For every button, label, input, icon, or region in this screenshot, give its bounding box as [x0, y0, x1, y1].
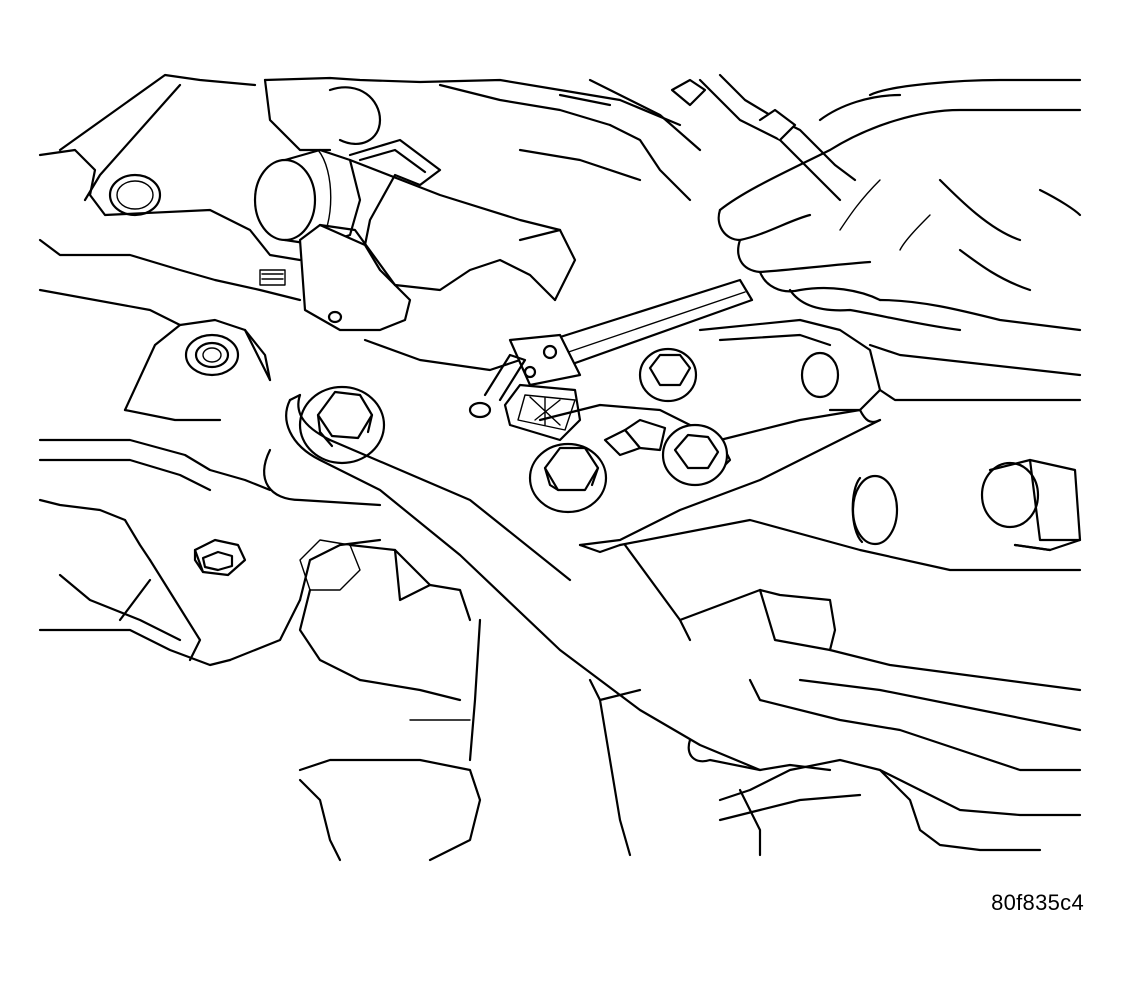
plug-right — [851, 474, 899, 546]
hex-bolt-lower-left — [193, 538, 247, 577]
casting-boss-left — [123, 318, 272, 422]
right-lower-casing — [618, 518, 1082, 772]
wiring-harness — [670, 73, 857, 202]
upper-housing — [263, 76, 702, 232]
hex-bolt-right — [980, 458, 1082, 552]
mounting-bracket — [298, 138, 577, 372]
retaining-clip — [603, 418, 667, 457]
hex-bolt-left-top — [298, 385, 386, 465]
figure-code-label: 80f835c4 — [991, 890, 1084, 915]
hex-bolt-center-right — [661, 423, 729, 487]
hex-bolt-center-upper — [638, 347, 698, 403]
flat-strap — [263, 393, 762, 772]
hand-holding-tool-icon — [717, 78, 1082, 332]
bottom-casing — [298, 618, 1082, 862]
solenoid-cylinder — [253, 148, 362, 286]
sensor-connector-icon — [468, 333, 582, 442]
hex-bolt-center-lower — [528, 442, 608, 514]
tool-shaft — [533, 278, 754, 374]
mounting-plate — [538, 318, 1082, 642]
left-casing-outline — [38, 73, 382, 667]
plug-left — [108, 173, 162, 217]
left-mid-casting — [298, 539, 472, 702]
